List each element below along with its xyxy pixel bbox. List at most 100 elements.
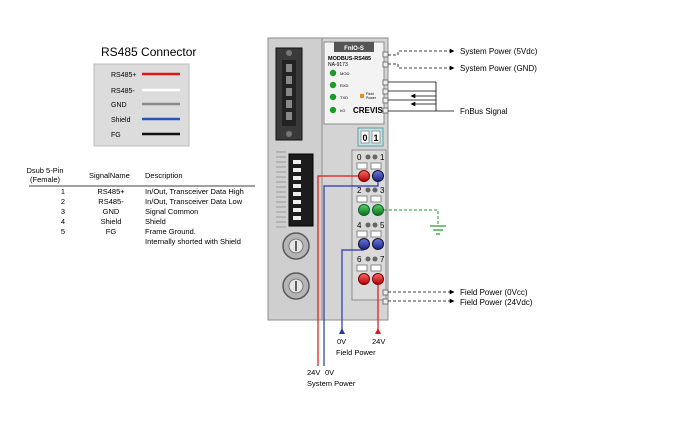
fg-desc-line2: Internally shorted with Shield xyxy=(145,237,241,246)
terminal-3-green[interactable] xyxy=(372,204,384,216)
table-row: 5 FG Frame Ground. Internally shorted wi… xyxy=(61,227,241,246)
svg-text:4: 4 xyxy=(61,217,65,226)
svg-text:3: 3 xyxy=(61,207,65,216)
terminal-7-red[interactable] xyxy=(372,273,384,285)
io-module: FnIO-S MODBUS-RS485 NA-9173 MOD RXD TXD … xyxy=(267,37,389,321)
label-system-power-caption: System Power xyxy=(307,379,356,388)
field-power-led-icon xyxy=(360,94,364,98)
wire-label: RS485+ xyxy=(111,72,137,79)
wire-label: RS485- xyxy=(111,88,135,95)
label-system-0v: 0V xyxy=(325,368,334,377)
terminal-label: 1 xyxy=(380,153,385,162)
table-row: 1 RS485+ In/Out, Transceiver Data High xyxy=(61,187,244,196)
field-power-wiring xyxy=(339,249,381,334)
ground-connection xyxy=(384,209,446,235)
vent-slots xyxy=(276,151,286,228)
brand-logo: CREVIS xyxy=(353,106,383,115)
system-power-arrows xyxy=(388,48,455,71)
terminal-label: 5 xyxy=(380,221,385,230)
legend-wire-fg: FG xyxy=(111,132,180,139)
svg-text:FG: FG xyxy=(106,227,117,236)
terminal-label: 7 xyxy=(380,255,385,264)
terminal-label: 6 xyxy=(357,255,362,264)
screw-icon xyxy=(286,131,292,137)
label-system-power-gnd: System Power (GND) xyxy=(460,64,537,73)
label-field-power-0v: Field Power (0Vcc) xyxy=(460,288,528,297)
dip-switch[interactable] xyxy=(288,153,314,227)
system-power-wiring xyxy=(317,175,379,366)
svg-text:In/Out, Transceiver Data High: In/Out, Transceiver Data High xyxy=(145,187,244,196)
led-label: I/O xyxy=(340,108,345,113)
rs485-connector-legend: RS485 Connector RS485+ RS485- GND Shield… xyxy=(93,45,196,147)
svg-text:Shield: Shield xyxy=(101,217,122,226)
terminal-label: 4 xyxy=(357,221,362,230)
terminal-2-green[interactable] xyxy=(358,204,370,216)
terminal-label: 2 xyxy=(357,186,362,195)
label-system-24v: 24V xyxy=(307,368,320,377)
rotary-switch-lower[interactable] xyxy=(282,272,310,300)
label-field-power-24v: Field Power (24Vdc) xyxy=(460,298,533,307)
led-label: RXD xyxy=(340,83,349,88)
header-signal: SignalName xyxy=(89,171,130,180)
svg-text:Shield: Shield xyxy=(145,217,166,226)
led-mod-icon xyxy=(329,69,337,77)
address-display: 0 1 xyxy=(357,127,384,147)
table-row: 4 Shield Shield xyxy=(61,217,166,226)
terminal-label: 3 xyxy=(380,186,385,195)
field-0v-wire xyxy=(341,249,364,334)
svg-text:RS485+: RS485+ xyxy=(97,187,125,196)
led-io-icon xyxy=(329,106,337,114)
svg-text:5: 5 xyxy=(61,227,65,236)
terminal-1-blue[interactable] xyxy=(372,170,384,182)
fg-desc-line1: Frame Ground. xyxy=(145,227,196,236)
field-power-arrows xyxy=(388,289,455,304)
pin-table: Dsub 5-Pin (Female) SignalName Descripti… xyxy=(26,166,255,246)
svg-text:RS485-: RS485- xyxy=(98,197,124,206)
led-label: MOD xyxy=(340,71,349,76)
wire-label: Shield xyxy=(111,117,131,124)
header-description: Description xyxy=(145,171,183,180)
field-24v-arrow-icon xyxy=(375,328,381,334)
led-txd-icon xyxy=(329,93,337,101)
legend-wire-gnd: GND xyxy=(111,102,180,109)
legend-wire-shield: Shield xyxy=(111,117,180,124)
label-field-power-caption: Field Power xyxy=(336,348,376,357)
svg-text:Signal Common: Signal Common xyxy=(145,207,198,216)
field-power-led-label-2: Power xyxy=(366,96,377,100)
svg-text:1: 1 xyxy=(61,187,65,196)
terminal-4-blue[interactable] xyxy=(358,238,370,250)
header-pin-line2: (Female) xyxy=(30,175,61,184)
wire-label: GND xyxy=(111,102,127,109)
led-label: TXD xyxy=(340,95,348,100)
system-24v-wire xyxy=(317,175,358,366)
legend-wire-rs485-plus: RS485+ xyxy=(111,72,180,79)
label-plate: FnIO-S MODBUS-RS485 NA-9173 MOD RXD TXD … xyxy=(323,41,385,125)
svg-text:In/Out, Transceiver Data Low: In/Out, Transceiver Data Low xyxy=(145,197,243,206)
svg-text:1: 1 xyxy=(373,133,378,143)
table-row: 3 GND Signal Common xyxy=(61,207,198,216)
terminal-0-red[interactable] xyxy=(358,170,370,182)
led-rxd-icon xyxy=(329,81,337,89)
rotary-switch-upper[interactable] xyxy=(282,232,310,260)
screw-icon xyxy=(286,50,292,56)
terminal-5-blue[interactable] xyxy=(372,238,384,250)
system-0v-wire xyxy=(323,182,379,366)
side-contacts xyxy=(382,51,389,305)
table-row: 2 RS485- In/Out, Transceiver Data Low xyxy=(61,197,243,206)
label-field-24v: 24V xyxy=(372,337,385,346)
connector-title: RS485 Connector xyxy=(101,45,196,59)
model-name: MODBUS-RS485 xyxy=(328,56,371,62)
dsub-connector xyxy=(275,47,303,141)
label-field-0v: 0V xyxy=(337,337,346,346)
terminal-label: 0 xyxy=(357,153,362,162)
svg-text:2: 2 xyxy=(61,197,65,206)
svg-text:GND: GND xyxy=(103,207,120,216)
brand-tag: FnIO-S xyxy=(344,46,364,52)
terminal-6-red[interactable] xyxy=(358,273,370,285)
svg-text:0: 0 xyxy=(362,133,367,143)
wire-label: FG xyxy=(111,132,121,139)
field-power-led-label-1: Field xyxy=(366,92,374,96)
label-system-power-5v: System Power (5Vdc) xyxy=(460,47,538,56)
header-pin-line1: Dsub 5-Pin xyxy=(26,166,63,175)
